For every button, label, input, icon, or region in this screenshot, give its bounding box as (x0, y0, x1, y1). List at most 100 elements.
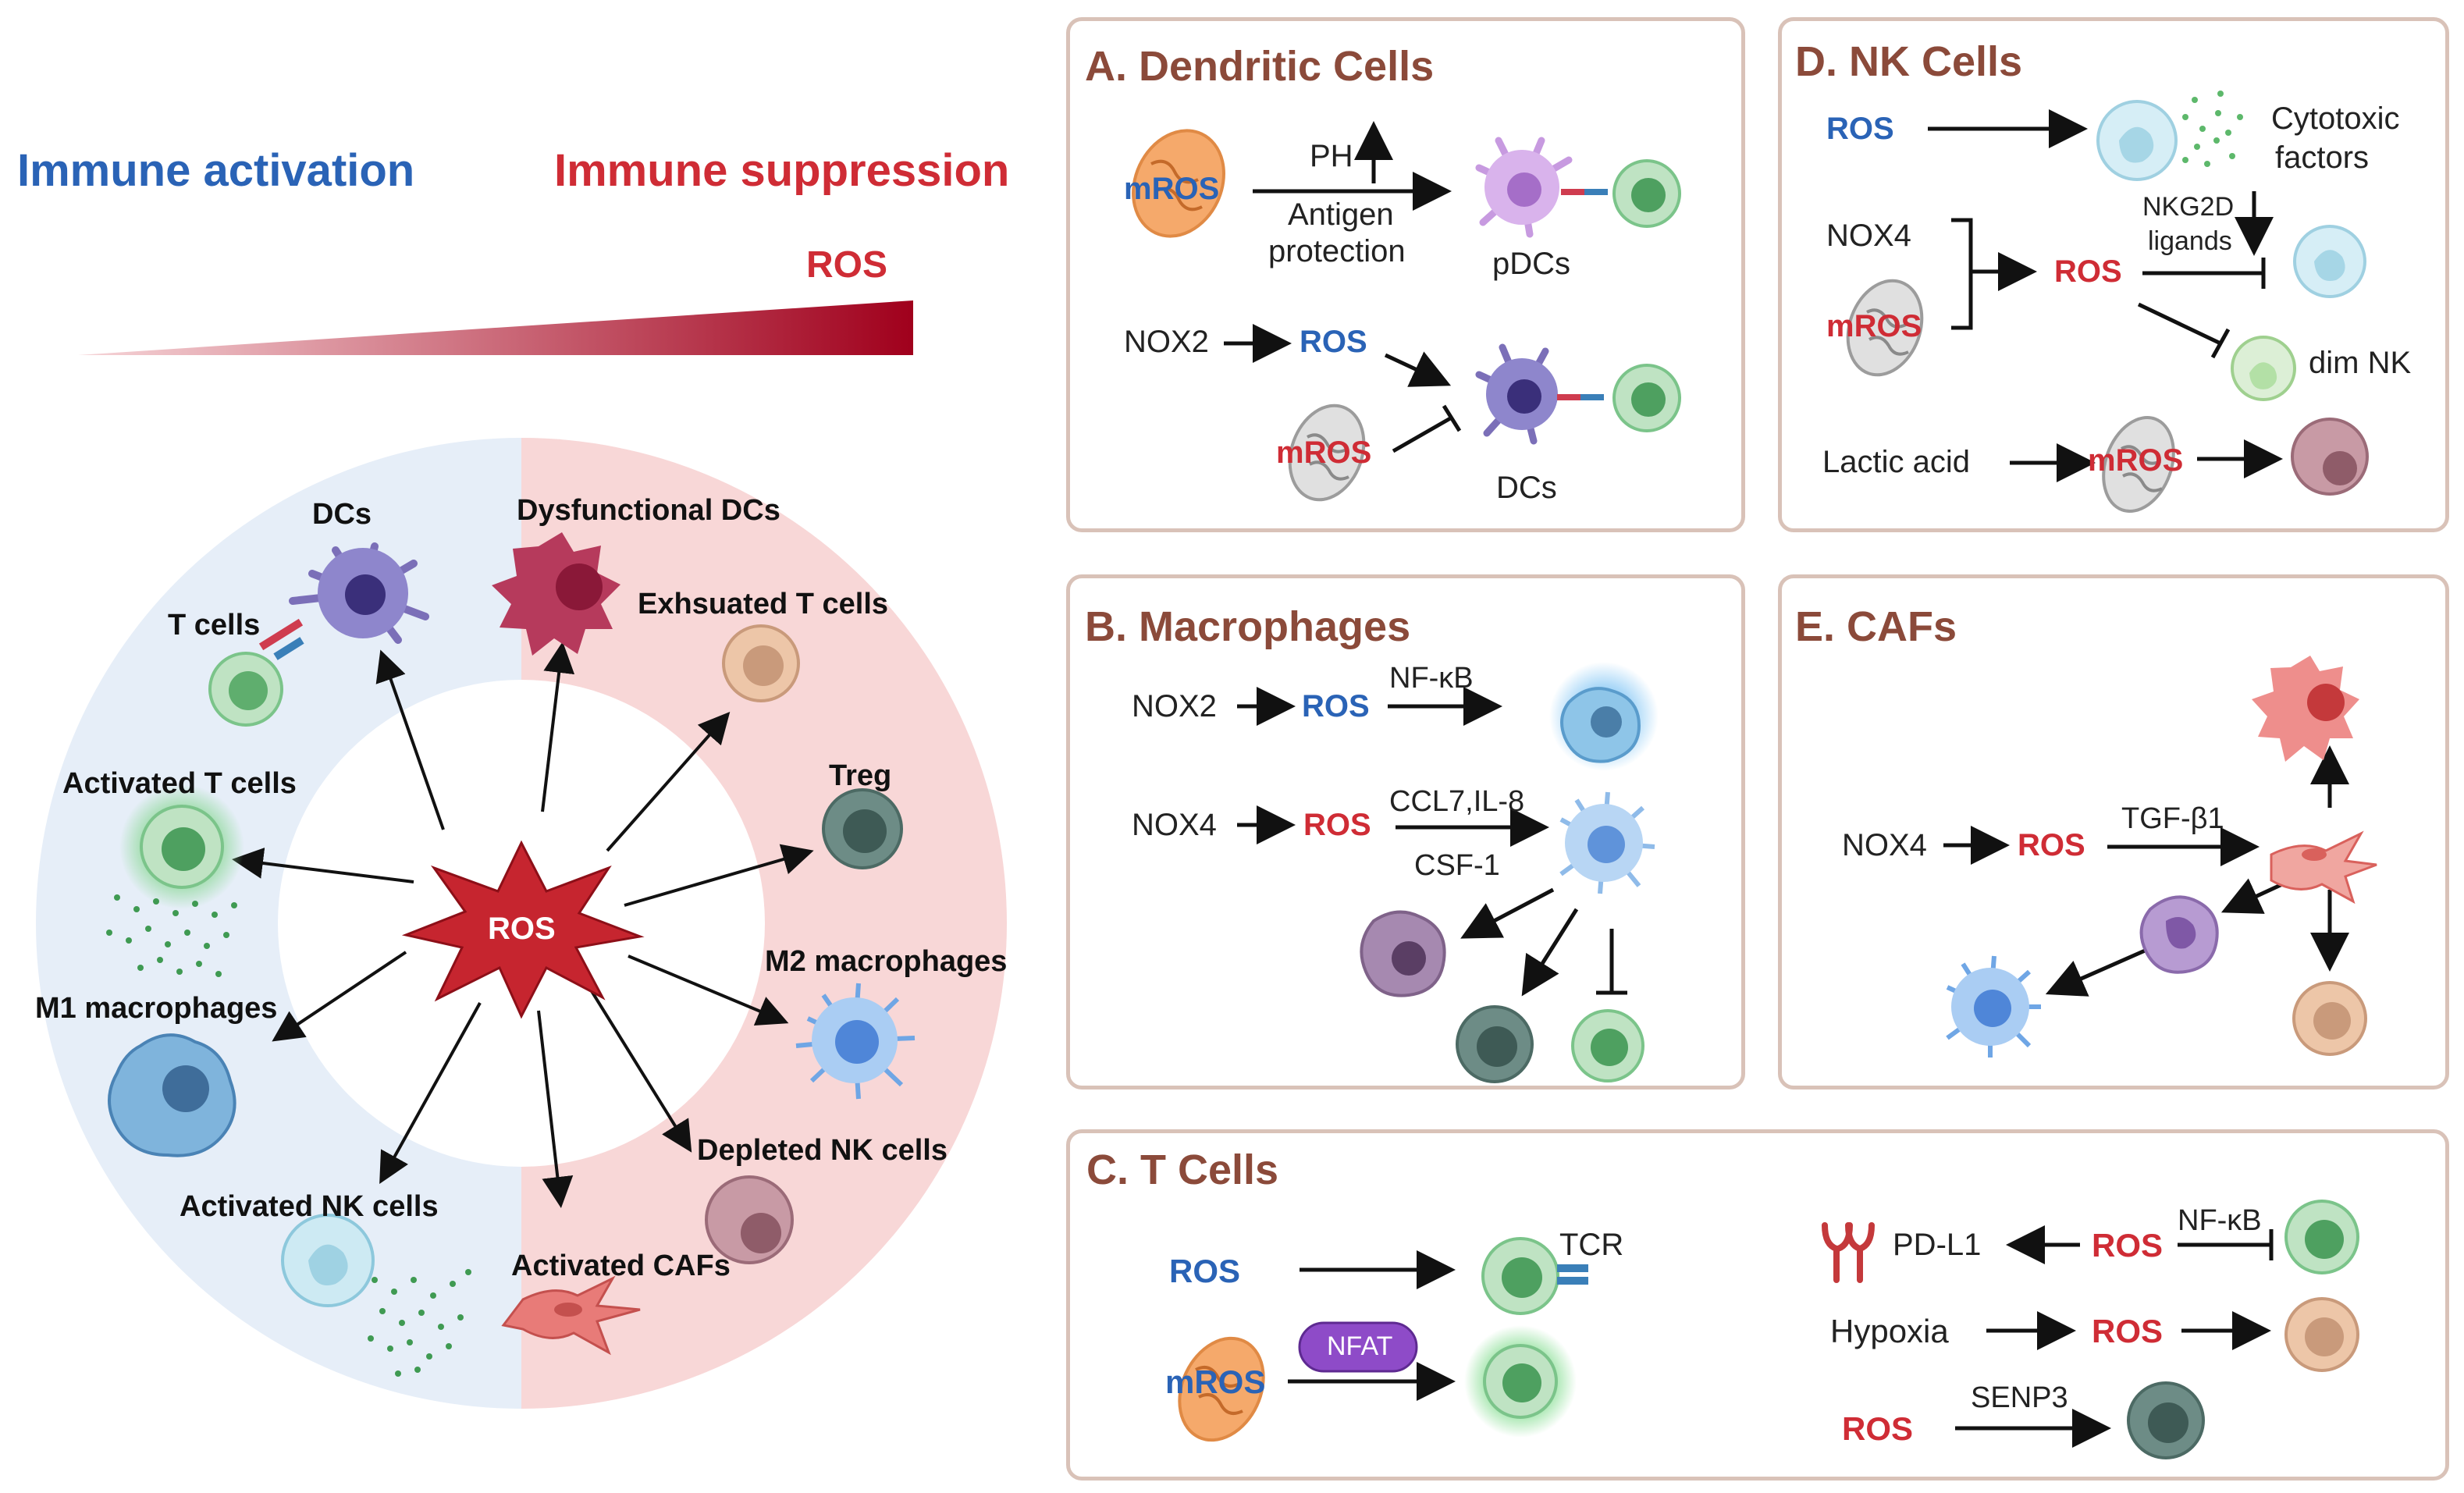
panel-c-tcr: TCR (1559, 1228, 1624, 1262)
mitochondria-icon-a2 (1288, 403, 1366, 502)
panel-c-ros4: ROS (1842, 1410, 1914, 1447)
macrophage-icon-b2 (1559, 791, 1655, 894)
panel-c-ros1: ROS (1169, 1253, 1241, 1289)
immune-suppression-label: Immune suppression (554, 145, 1010, 196)
m1-macrophage-icon (108, 1033, 236, 1157)
nk-granule-dots-icon (368, 1269, 471, 1377)
panel-d-mros: mROS (1826, 309, 1922, 343)
activated-nk-cell-icon (281, 1214, 375, 1307)
panel-d-nkg2d: NKG2D (2142, 192, 2235, 222)
panel-d-ligands: ligands (2148, 226, 2232, 256)
t-cell-icon-c3 (2284, 1200, 2359, 1274)
panel-c-ros3: ROS (2092, 1313, 2164, 1349)
panel-b-ros2: ROS (1303, 808, 1371, 842)
t-cell-icon (208, 652, 283, 727)
panel-c-pdl1: PD-L1 (1893, 1228, 1982, 1262)
panel-d-mros2: mROS (2088, 443, 2184, 478)
m2-macrophage-icon (795, 983, 916, 1100)
panel-d-title: D. NK Cells (1795, 38, 2023, 85)
panel-b-csf: CSF-1 (1414, 849, 1500, 882)
panel-c-hypoxia: Hypoxia (1830, 1313, 1949, 1349)
panel-a-dcs: DCs (1496, 471, 1557, 505)
panel-d-cytotoxic: Cytotoxic (2271, 101, 2400, 136)
t-cell-icon-b5 (1571, 1009, 1644, 1082)
mitochondria-icon-d2 (2102, 415, 2175, 514)
panel-e-tgf: TGF-β1 (2121, 802, 2224, 835)
panel-c-mros: mROS (1165, 1363, 1266, 1400)
panel-a-ros: ROS (1300, 325, 1367, 359)
gradient-ros-label: ROS (806, 244, 888, 286)
panel-b-nfkb: NF-κB (1389, 662, 1474, 695)
panel-a-title: A. Dendritic Cells (1085, 43, 1435, 90)
m2-macrophage-icon-b3 (1360, 910, 1446, 997)
nk-cell-icon-d2 (2293, 225, 2366, 298)
depleted-nk-cell-icon (705, 1175, 794, 1264)
activated-t-cells-label: Activated T cells (62, 767, 297, 800)
panel-c-title: C. T Cells (1086, 1146, 1279, 1193)
panel-a (1066, 17, 1745, 532)
treg-label: Treg (829, 759, 892, 792)
dysfunctional-dcs-label: Dysfunctional DCs (517, 494, 780, 527)
t-cell-icon-c1 (1481, 1237, 1559, 1315)
panel-b-nox4: NOX4 (1132, 808, 1217, 842)
m1-macrophage-icon-b1 (1549, 662, 1659, 771)
panel-b-ros1: ROS (1302, 689, 1370, 723)
panel-d-dimnk: dim NK (2309, 346, 2412, 380)
panel-b-ccl: CCL7,IL-8 (1389, 785, 1525, 818)
panel-d-factors: factors (2275, 140, 2370, 175)
t-cells-label: T cells (168, 609, 261, 642)
ros-gradient-wedge (78, 300, 913, 355)
treg-icon-b4 (1456, 1005, 1534, 1083)
panel-a-mros: mROS (1124, 172, 1220, 206)
dysfunctional-dc-icon (492, 532, 620, 656)
nfat-pill (1298, 1321, 1418, 1373)
activated-caf-icon (501, 1275, 641, 1356)
panel-c-ros2: ROS (2092, 1227, 2164, 1264)
panel-a-mros2: mROS (1276, 435, 1372, 470)
panel-e-ros: ROS (2018, 828, 2085, 862)
nk-cell-icon-d1 (2096, 100, 2178, 181)
t-cell-icon-a2 (1612, 364, 1681, 432)
panel-d-ros2: ROS (2054, 254, 2122, 289)
mitochondria-icon-d1 (1846, 279, 1924, 377)
depleted-nk-cell-icon-d3 (2291, 418, 2369, 496)
m2-macrophage-icon-e3 (2139, 895, 2219, 974)
dc-cell-icon-a2 (1475, 343, 1604, 445)
activated-t-cell-icon-c2 (1464, 1325, 1577, 1438)
activated-nk-cells-label: Activated NK cells (180, 1190, 439, 1223)
panel-c-senp3: SENP3 (1971, 1381, 2068, 1414)
exhausted-t-cell-icon-e5 (2292, 981, 2367, 1056)
tumor-cell-icon-e1 (2252, 656, 2359, 762)
m1-macrophages-label: M1 macrophages (35, 992, 278, 1025)
panel-d-ros: ROS (1826, 112, 1894, 146)
mitochondria-icon-a1 (1132, 129, 1225, 238)
panel-a-antigen: Antigen (1288, 197, 1394, 232)
panel-c-nfkb: NF-κB (2178, 1204, 2262, 1237)
pdl1-receptor-icon (1822, 1222, 1875, 1283)
activated-cafs-label: Activated CAFs (511, 1249, 731, 1282)
panel-c-nfat: NFAT (1327, 1331, 1393, 1361)
m2-macrophages-label: M2 macrophages (765, 945, 1008, 978)
center-arrows (232, 642, 814, 1208)
exhausted-t-cell-icon (722, 624, 800, 702)
panel-d-nox4: NOX4 (1826, 219, 1911, 253)
panel-b-title: B. Macrophages (1085, 603, 1411, 650)
tcr-receptor-icon (1557, 1264, 1588, 1285)
exhausted-t-cells-label: Exhsuated T cells (638, 588, 889, 620)
immune-activation-label: Immune activation (17, 145, 415, 196)
cytotoxic-dots-icon (2182, 91, 2243, 167)
ros-starburst (401, 840, 645, 1019)
panel-c (1066, 1129, 2449, 1481)
t-cell-icon-a1 (1612, 159, 1681, 228)
panel-a-ph: PH (1310, 139, 1353, 173)
panel-e-title: E. CAFs (1795, 603, 1957, 650)
dim-nk-cell-icon (2231, 336, 2296, 401)
center-ros-label: ROS (488, 912, 556, 946)
mitochondria-icon-c1 (1178, 1336, 1265, 1442)
panel-a-nox2: NOX2 (1124, 325, 1209, 359)
panel-d-lactic: Lactic acid (1822, 445, 1970, 479)
dc-cell-icon (258, 542, 429, 660)
panel-b-nox2: NOX2 (1132, 689, 1217, 723)
